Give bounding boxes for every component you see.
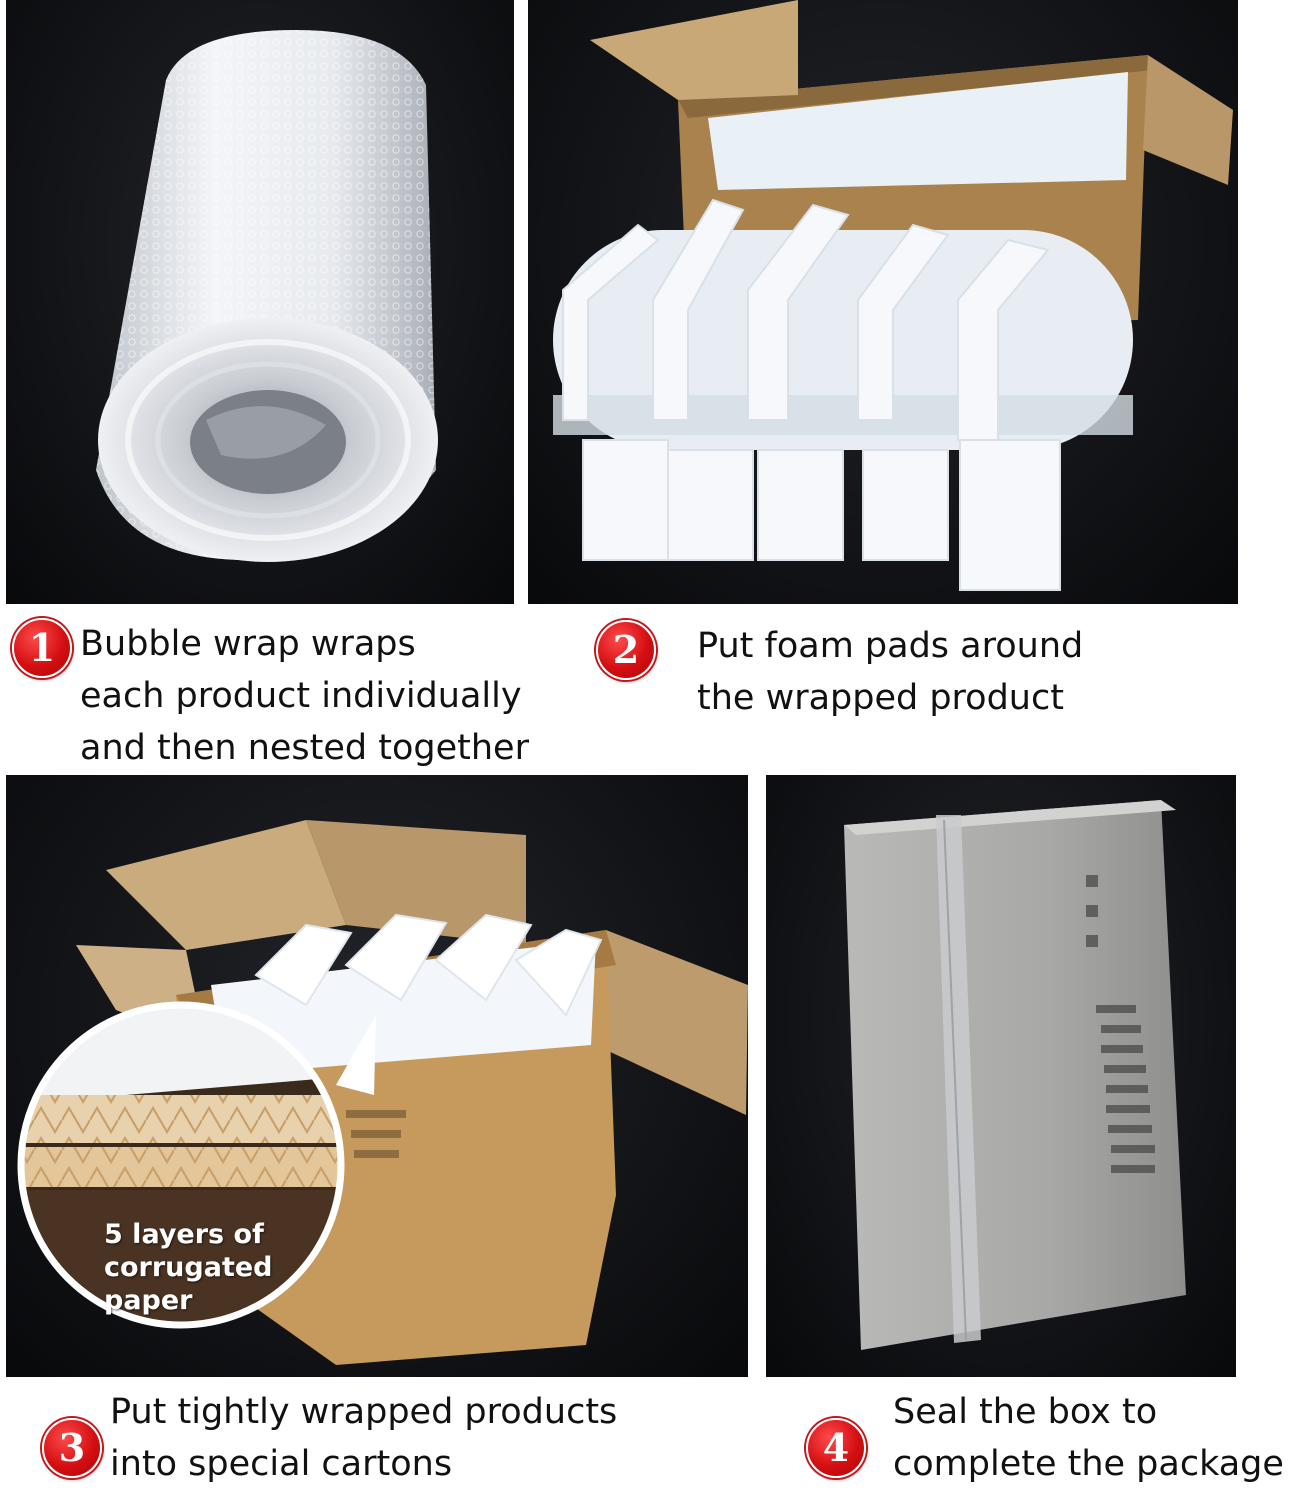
caption-line: Seal the box to [893, 1392, 1158, 1432]
step-number-badge: 1 [12, 618, 72, 678]
open-carton-icon [17, 820, 748, 1365]
step-caption: Put foam pads around the wrapped product [697, 620, 1083, 724]
inset-label-line: corrugated [104, 1252, 273, 1283]
caption-line: complete the package [893, 1444, 1284, 1484]
caption-line: each product individually [80, 676, 522, 716]
photo-open-carton [6, 775, 748, 1377]
step-number-badge: 2 [596, 620, 656, 680]
inset-label-line: 5 layers of [104, 1219, 264, 1250]
caption-line: Bubble wrap wraps [80, 624, 416, 664]
caption-line: the wrapped product [697, 678, 1064, 718]
step-caption: Put tightly wrapped products into specia… [110, 1386, 617, 1490]
bubble-wrap-roll-icon [96, 30, 438, 562]
caption-line: Put tightly wrapped products [110, 1392, 618, 1432]
caption-line: and then nested together [80, 728, 529, 768]
photo-foam-pads [528, 0, 1238, 604]
caption-line: into special cartons [110, 1444, 453, 1484]
photo-sealed-box [766, 775, 1236, 1377]
photo-bubble-wrap [6, 0, 514, 604]
step-number-badge: 4 [806, 1418, 866, 1478]
step-number-badge: 3 [42, 1418, 102, 1478]
corrugated-paper-label: 5 layers of corrugated paper [104, 1218, 273, 1317]
foam-pads-icon [553, 0, 1233, 591]
step-caption: Seal the box to complete the package [893, 1386, 1284, 1490]
step-caption: Bubble wrap wraps each product individua… [80, 618, 529, 774]
inset-label-line: paper [104, 1285, 193, 1316]
sealed-box-icon [844, 800, 1186, 1350]
caption-line: Put foam pads around [697, 626, 1084, 666]
